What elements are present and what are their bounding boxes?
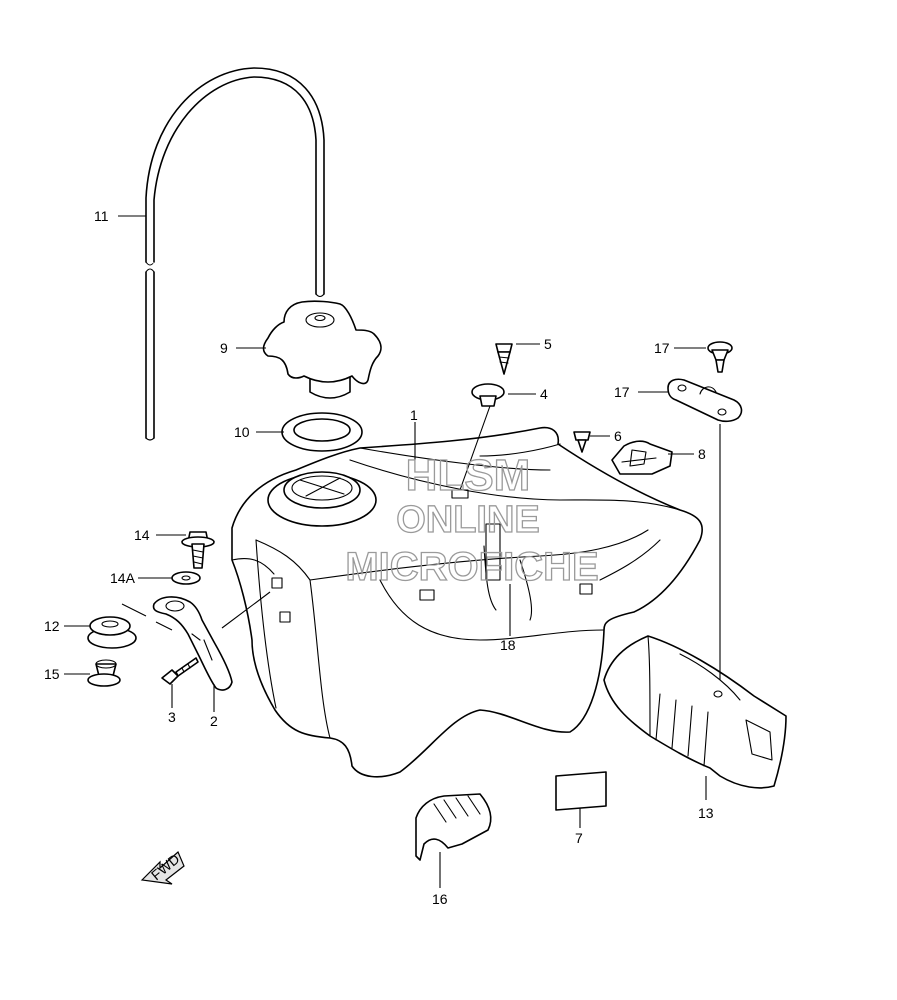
fuel-cap[interactable] — [262, 300, 382, 399]
label-plate[interactable] — [555, 771, 607, 811]
cap-gasket[interactable] — [281, 412, 363, 452]
callout-12: 12 — [44, 618, 60, 634]
callout-14: 14 — [134, 527, 150, 543]
callout-5: 5 — [544, 336, 552, 352]
fwd-arrow-icon — [140, 850, 185, 885]
callout-15: 15 — [44, 666, 60, 682]
watermark: HLSM ONLINE MICROFICHE — [345, 450, 600, 589]
watermark-line1: HLSM — [406, 451, 531, 500]
callout-2: 2 — [210, 713, 218, 729]
callout-18: 17 — [614, 384, 630, 400]
callout-9: 9 — [220, 340, 228, 356]
filler-neck — [267, 471, 377, 527]
washer[interactable] — [471, 383, 505, 407]
cushion[interactable] — [415, 793, 492, 861]
cushion-strip[interactable] — [451, 489, 501, 581]
callout-6: 6 — [614, 428, 622, 444]
leader-lines — [64, 215, 721, 888]
callout-10: 10 — [234, 424, 250, 440]
bolt-washer[interactable] — [171, 571, 201, 585]
plate[interactable] — [667, 378, 743, 423]
bolt[interactable] — [181, 531, 215, 569]
tank-bracket[interactable] — [152, 596, 233, 691]
small-screw[interactable] — [573, 431, 591, 453]
callout-8: 8 — [698, 446, 706, 462]
callout-4: 4 — [540, 386, 548, 402]
callout-labels: 11 9 10 1 5 4 6 8 17 17 14 14A 12 15 3 2… — [44, 208, 714, 907]
rivet[interactable] — [707, 341, 733, 373]
watermark-line3: MICROFICHE — [345, 545, 598, 589]
bracket-screw[interactable] — [161, 657, 199, 685]
spacer[interactable] — [87, 659, 121, 687]
callout-17: 17 — [654, 340, 670, 356]
callout-14A: 14A — [110, 570, 136, 586]
cushion-grommet[interactable] — [87, 616, 137, 649]
tank-guard[interactable] — [603, 635, 787, 789]
clip[interactable] — [611, 440, 673, 475]
breather-hose[interactable] — [145, 67, 325, 441]
callout-19: 18 — [500, 637, 516, 653]
tank-screw[interactable] — [495, 343, 513, 375]
callout-7: 7 — [575, 830, 583, 846]
callout-11: 11 — [94, 208, 109, 224]
watermark-line2: ONLINE — [396, 499, 540, 541]
callout-1: 1 — [410, 407, 418, 423]
callout-13: 13 — [698, 805, 714, 821]
callout-3: 3 — [168, 709, 176, 725]
callout-16: 16 — [432, 891, 448, 907]
